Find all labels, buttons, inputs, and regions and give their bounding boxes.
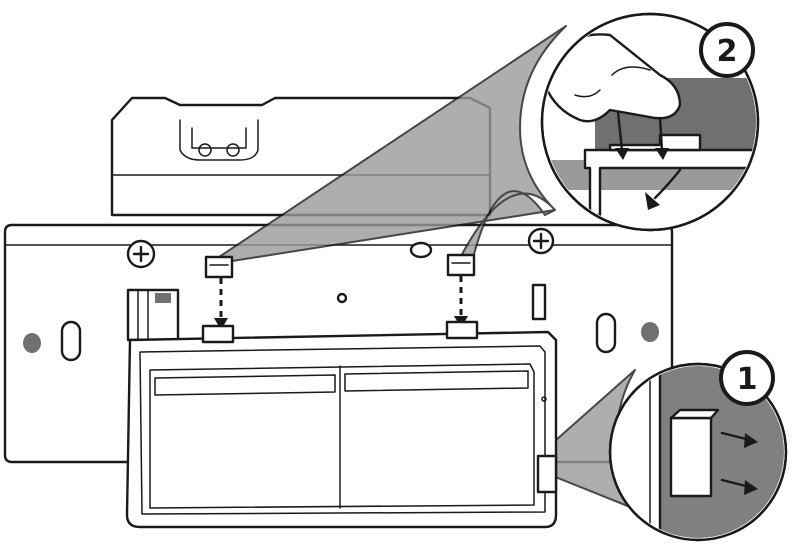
switch-cover: [125, 320, 558, 529]
step-badge-2: 2: [699, 22, 755, 78]
plate-center-screw: [336, 292, 348, 304]
mounting-hole-left: [23, 320, 82, 362]
zoom-circle-1: [608, 362, 788, 542]
clip-right: [446, 253, 476, 277]
mounting-hole-right: [595, 312, 659, 354]
step-number-2: 2: [717, 34, 738, 69]
plate-slot-top: [409, 241, 433, 259]
callout-wedge-2: [206, 25, 567, 266]
plate-screw-right: [527, 227, 555, 255]
zoom-circle-2: [540, 12, 760, 232]
step-badge-1: 1: [719, 350, 775, 406]
plate-screw-left: [126, 239, 156, 269]
alignment-arrowhead-left: [214, 318, 228, 330]
step-number-1: 1: [737, 362, 758, 397]
left-clip: [126, 288, 180, 342]
clip-left: [204, 255, 234, 279]
right-tab: [531, 283, 547, 321]
